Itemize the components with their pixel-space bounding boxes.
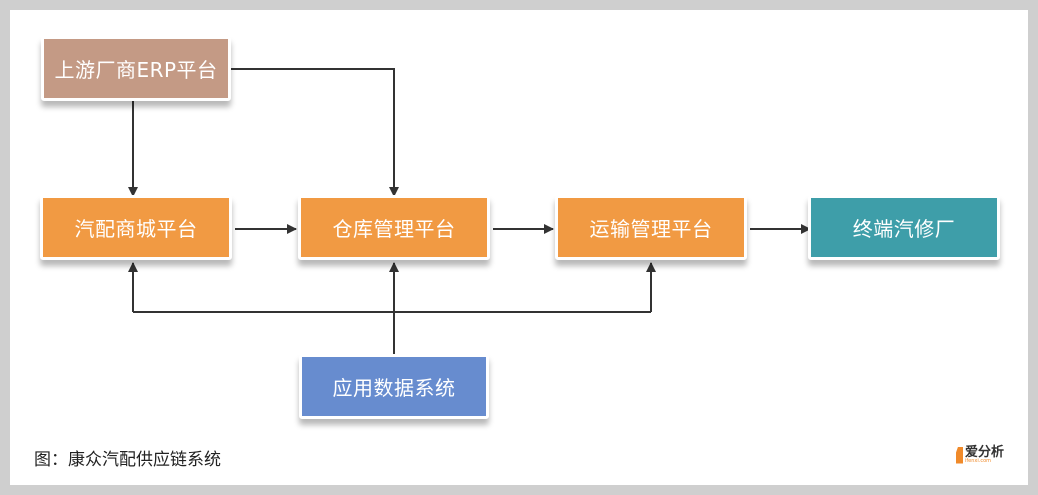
- brand-logo: 爱分析 ifenxi.com: [956, 446, 1004, 464]
- figure-caption: 图：康众汽配供应链系统: [34, 450, 221, 470]
- node-parts-mall: 汽配商城平台: [40, 195, 232, 260]
- node-label: 应用数据系统: [332, 376, 456, 400]
- node-transport-mgmt: 运输管理平台: [555, 195, 747, 260]
- node-warehouse-mgmt: 仓库管理平台: [298, 195, 490, 260]
- node-app-data-system: 应用数据系统: [299, 354, 489, 419]
- node-label: 终端汽修厂: [852, 217, 956, 241]
- edge-erp-to-warehouse: [231, 68, 399, 197]
- node-label: 汽配商城平台: [74, 217, 198, 241]
- node-label: 上游厂商ERP平台: [54, 58, 218, 82]
- logo-mark-icon: [956, 446, 963, 464]
- node-repair-shop: 终端汽修厂: [808, 195, 1000, 260]
- logo-text-en: ifenxi.com: [965, 458, 992, 464]
- logo-text-cn: 爱分析: [965, 445, 1005, 460]
- node-upstream-erp: 上游厂商ERP平台: [41, 36, 231, 101]
- node-label: 仓库管理平台: [332, 217, 456, 241]
- node-label: 运输管理平台: [589, 217, 713, 241]
